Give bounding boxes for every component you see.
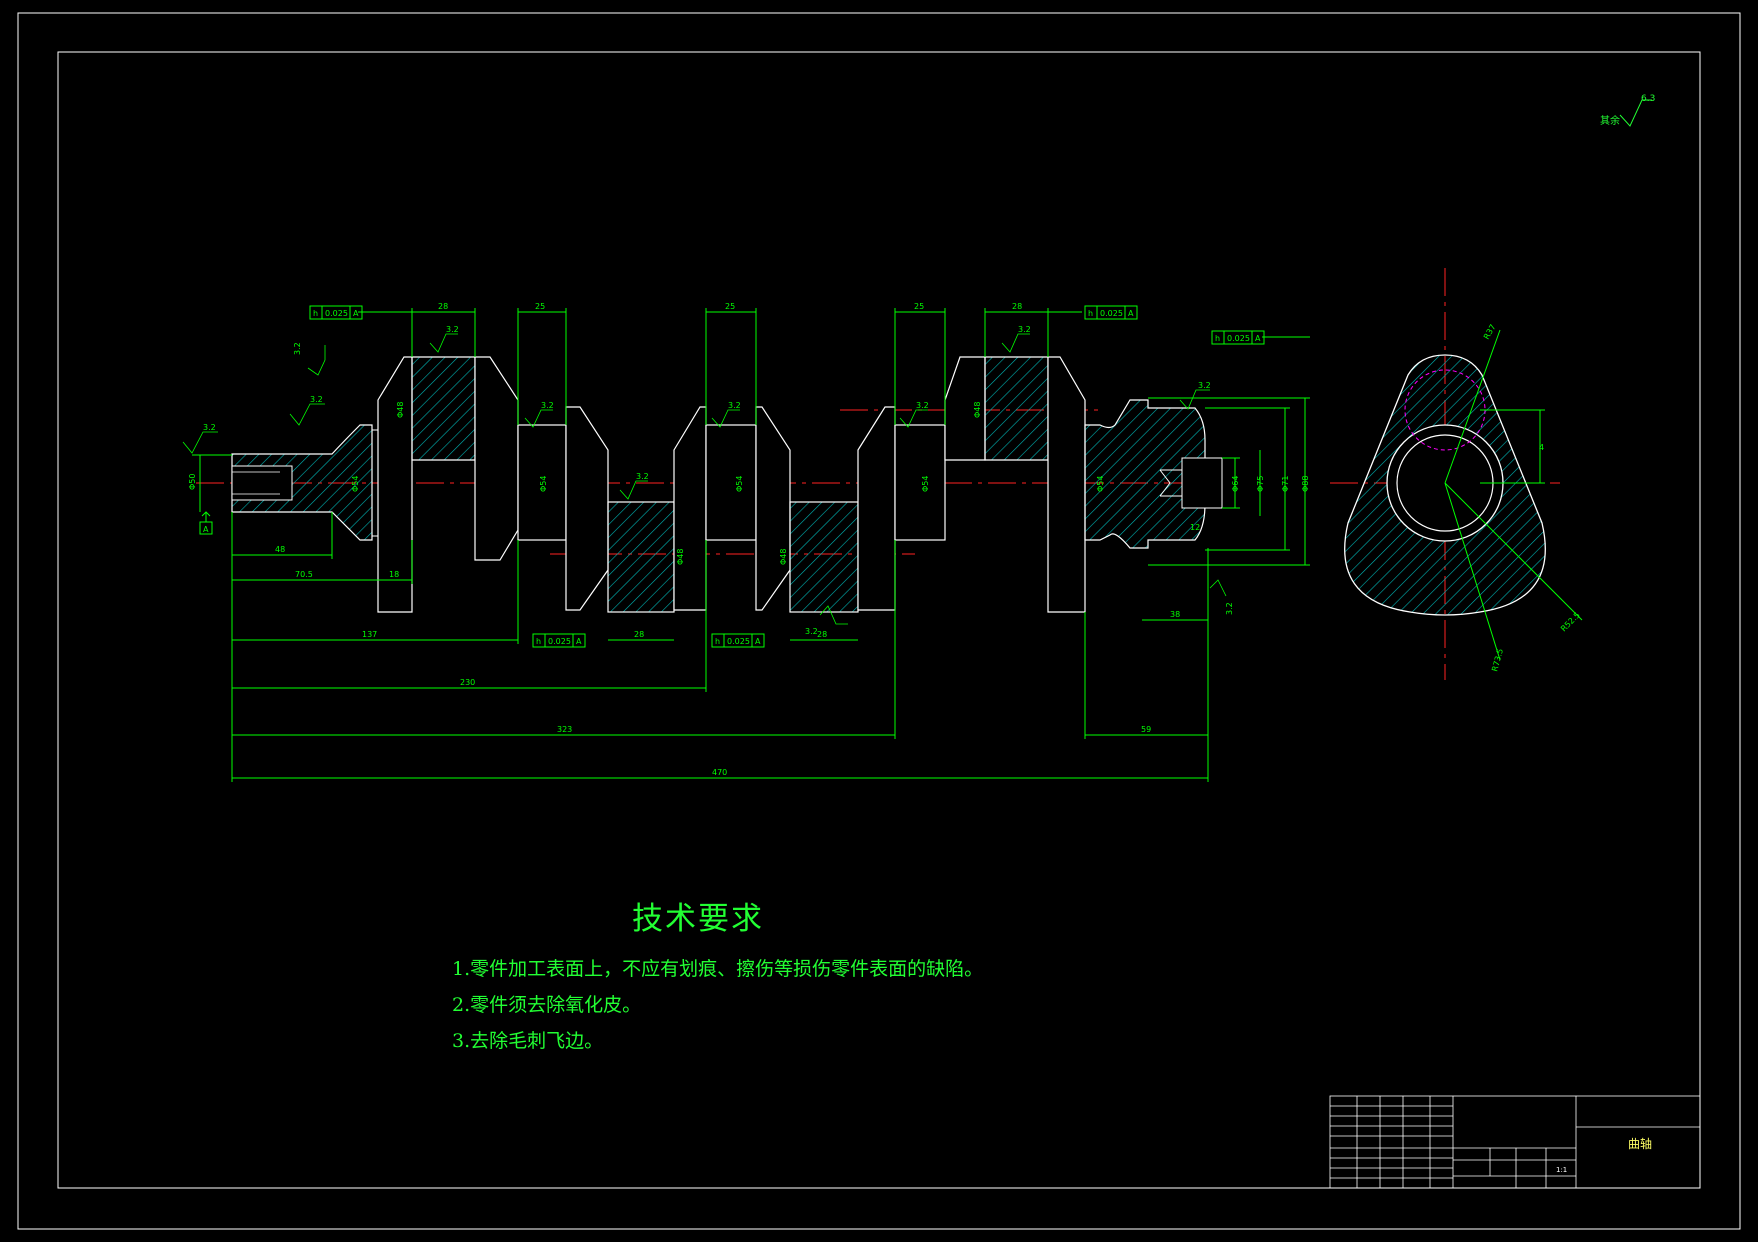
svg-text:h: h [536, 637, 541, 646]
inner-frame [57, 51, 1701, 1189]
crankshaft-side-view: R37 R73.5 R52.5 [1330, 268, 1583, 680]
datum-a-marker: A [199, 511, 213, 535]
svg-text:3.2: 3.2 [1225, 602, 1234, 615]
dim-470: 470 [712, 768, 727, 777]
dim-dia-j4: Φ54 [921, 476, 930, 492]
dim-dia-j2: Φ54 [539, 476, 548, 492]
title-block-part-name: 曲轴 [1628, 1136, 1652, 1151]
svg-text:3.2: 3.2 [916, 401, 929, 410]
dim-230: 230 [460, 678, 475, 687]
crankpin-1 [607, 501, 675, 613]
dim-dia-j3: Φ54 [735, 476, 744, 492]
dim-59: 59 [1141, 725, 1151, 734]
dim-4: 4 [1539, 443, 1544, 452]
dim-top-3: 25 [725, 302, 735, 311]
dim-pin-1-upper: Φ48 [396, 402, 405, 418]
dim-dia-left: Φ50 [188, 474, 197, 490]
dim-top-5: 28 [1012, 302, 1022, 311]
dim-dia-71: Φ71 [1281, 476, 1290, 492]
dim-137: 137 [362, 630, 377, 639]
tolerance-frame-4: h 0.025 A [532, 633, 586, 648]
svg-text:3.2: 3.2 [1198, 381, 1211, 390]
svg-text:A: A [576, 637, 582, 646]
dim-48: 48 [275, 545, 285, 554]
left-center-hole [231, 465, 293, 501]
dim-dia-j5: Φ54 [1096, 476, 1105, 492]
roughness-note-value: 6.3 [1641, 94, 1655, 104]
svg-text:0.025: 0.025 [1227, 334, 1250, 343]
svg-text:h: h [1088, 309, 1093, 318]
svg-text:0.025: 0.025 [727, 637, 750, 646]
dim-pin-2-width: 28 [817, 630, 827, 639]
tolerance-frames: h 0.025 A h 0.025 A h 0.025 A h 0.025 A [199, 305, 1265, 648]
outer-frame [17, 12, 1741, 1230]
dim-pin-2-lower: Φ48 [779, 549, 788, 565]
title-block: 曲轴 1:1 [1329, 1095, 1701, 1189]
svg-text:0.025: 0.025 [548, 637, 571, 646]
dim-top-1: 28 [438, 302, 448, 311]
dim-top-2: 25 [535, 302, 545, 311]
dimension-lines [192, 308, 1310, 782]
roughness-note: 其余 6.3 [1600, 94, 1655, 127]
svg-text:A: A [755, 637, 761, 646]
tech-requirement-1: 1.零件加工表面上，不应有划痕、擦伤等损伤零件表面的缺陷。 [452, 958, 984, 980]
tolerance-frame-1: h 0.025 A [309, 305, 363, 320]
dim-18: 18 [389, 570, 399, 579]
left-end-section [231, 424, 373, 541]
tolerance-frame-3: h 0.025 A [1211, 330, 1265, 345]
roughness-note-label: 其余 [1600, 114, 1620, 127]
title-block-scale: 1:1 [1556, 1166, 1567, 1174]
svg-text:A: A [353, 309, 359, 318]
svg-text:3.2: 3.2 [1018, 325, 1031, 334]
tech-requirement-2: 2.零件须去除氧化皮。 [452, 994, 642, 1016]
web-1 [377, 356, 413, 613]
dim-38: 38 [1170, 610, 1180, 619]
dim-dia-bore: Φ64 [1231, 476, 1240, 492]
svg-text:3.2: 3.2 [203, 423, 216, 432]
dim-pin-2-upper: Φ48 [973, 402, 982, 418]
svg-text:3.2: 3.2 [293, 342, 302, 355]
dim-dia-88: Φ88 [1301, 476, 1310, 492]
svg-text:A: A [1255, 334, 1261, 343]
crankshaft-front-view [196, 356, 1223, 613]
tolerance-frame-2: h 0.025 A [1084, 305, 1138, 320]
dim-dia-75: Φ75 [1256, 476, 1265, 492]
dim-323: 323 [557, 725, 572, 734]
svg-text:3.2: 3.2 [541, 401, 554, 410]
svg-text:h: h [1215, 334, 1220, 343]
svg-text:3.2: 3.2 [805, 627, 818, 636]
dimension-texts: 28 25 25 25 28 48 70.5 18 137 230 323 59… [188, 302, 1544, 777]
dim-pin-1-width: 28 [634, 630, 644, 639]
svg-text:3.2: 3.2 [636, 472, 649, 481]
svg-text:h: h [313, 309, 318, 318]
dim-12: 12 [1190, 523, 1200, 532]
svg-text:3.2: 3.2 [310, 395, 323, 404]
svg-text:3.2: 3.2 [728, 401, 741, 410]
tech-requirement-3: 3.去除毛刺飞边。 [452, 1030, 604, 1052]
right-bore [1181, 457, 1223, 509]
svg-text:A: A [1128, 309, 1134, 318]
crankpin-2 [789, 501, 859, 613]
tech-requirements-title: 技术要求 [632, 901, 764, 937]
svg-text:0.025: 0.025 [1100, 309, 1123, 318]
dim-top-4: 25 [914, 302, 924, 311]
svg-text:3.2: 3.2 [446, 325, 459, 334]
tolerance-frame-5: h 0.025 A [711, 633, 765, 648]
svg-text:A: A [203, 525, 209, 534]
svg-text:0.025: 0.025 [325, 309, 348, 318]
svg-text:h: h [715, 637, 720, 646]
dim-dia-j1: Φ54 [351, 476, 360, 492]
dim-70-5: 70.5 [295, 570, 313, 579]
dim-pin-1-lower: Φ48 [676, 549, 685, 565]
roughness-symbols: 3.2 3.2 3.2 3.2 3.2 3.2 3.2 3.2 3.2 3.2 … [182, 325, 1234, 636]
